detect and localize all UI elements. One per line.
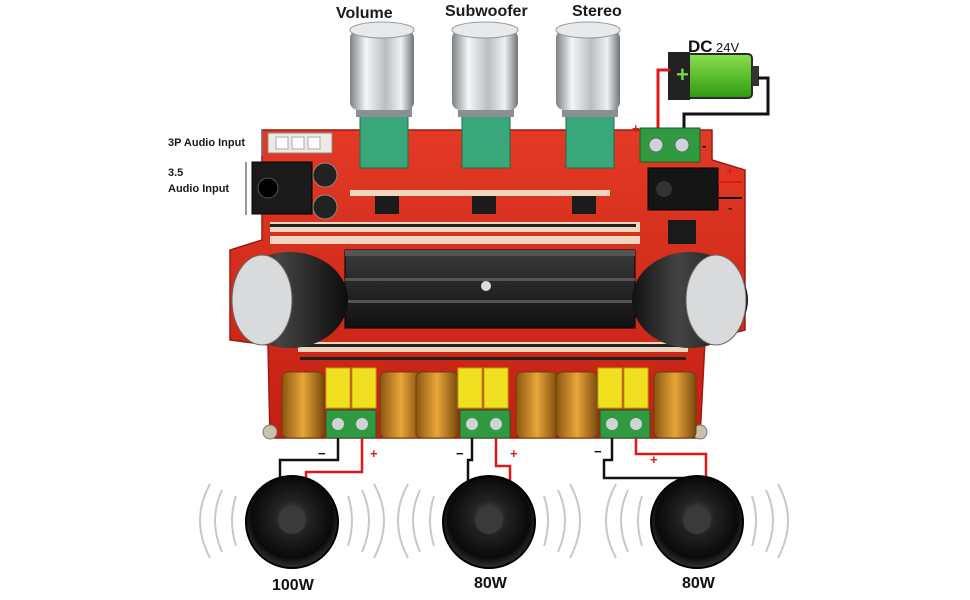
audio-35-jack[interactable] [251,161,313,215]
dc-label: DC [688,37,713,56]
dc-wire-red [656,68,670,135]
subwoofer-label: Subwoofer [445,3,528,20]
mounting-screw [262,424,278,440]
dc-battery-icon: + [668,52,759,100]
speaker-1-watt-label: 100W [272,577,315,594]
barrel-plus-sign: + [726,163,734,178]
output-stage-2 [415,367,559,439]
dc-barrel-jack[interactable] [647,167,719,211]
speaker-1 [199,475,385,569]
audio-3p-connector[interactable] [267,132,333,154]
volume-label: Volume [336,5,393,22]
spk1-plus-sign: + [370,446,378,461]
speaker-3 [605,475,789,569]
stereo-label: Stereo [572,3,622,20]
smd-resistor-rows [270,224,686,360]
spk2-minus-sign: − [456,446,464,461]
dc-wire-black [682,76,770,135]
voltage-regulator [668,220,696,244]
heatsink [344,249,636,329]
electrolytic-capacitor-left [231,252,348,348]
barrel-minus-sign: - [728,200,732,215]
audio-35-label-line1: 3.5 [168,167,183,179]
spk3-minus-sign: − [594,444,602,459]
audio-35-label-line2: Audio Input [168,183,229,195]
spk2-plus-sign: + [510,446,518,461]
small-capacitors [312,162,338,220]
volume-knob[interactable] [349,21,415,169]
dc-voltage-label: 24V [716,40,739,55]
speaker-2 [397,475,581,569]
dc-plus-sign: + [632,121,640,136]
audio-3p-label: 3P Audio Input [168,137,245,149]
ic-chips [375,196,596,214]
speaker-2-watt-label: 80W [474,575,508,592]
dc-screw-terminal[interactable] [639,127,701,163]
subwoofer-knob[interactable] [451,21,519,169]
output-stage-3 [555,367,697,439]
stereo-knob[interactable] [555,21,621,169]
svg-text:+: + [676,62,689,87]
spk3-plus-sign: + [650,452,658,467]
output-stage-1 [281,367,423,439]
spk1-minus-sign: − [318,446,326,461]
dc-minus-sign: - [702,138,706,153]
electrolytic-capacitor-right [632,252,748,348]
speaker-3-watt-label: 80W [682,575,716,592]
